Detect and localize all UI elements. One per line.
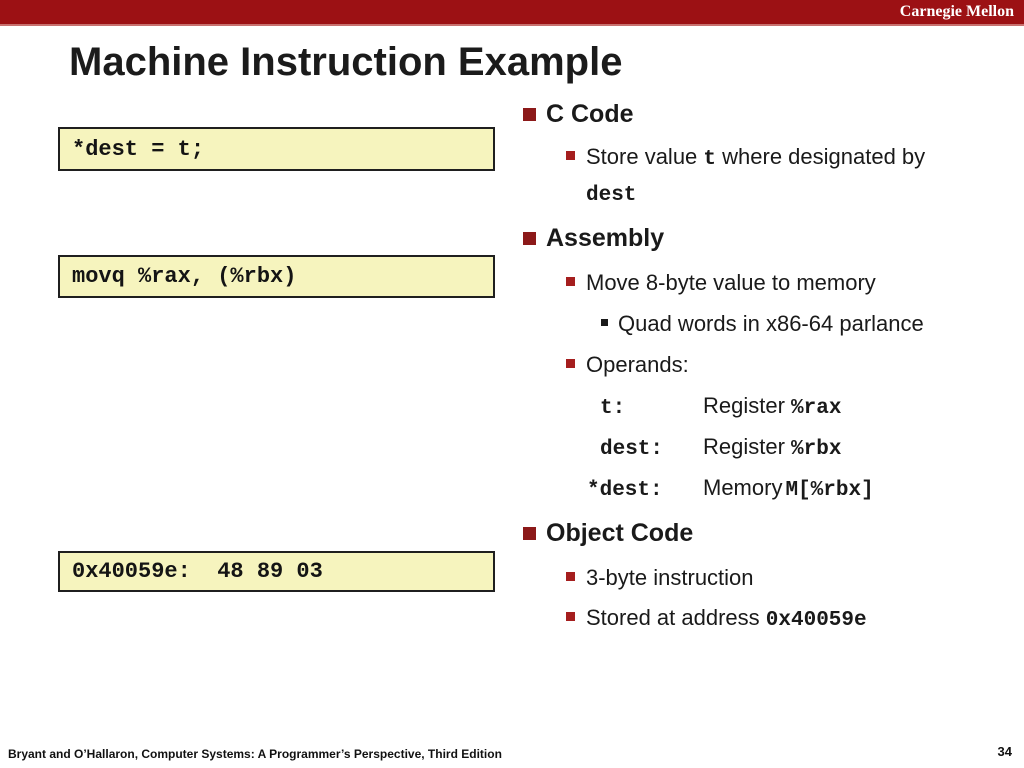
bullet-square-icon [523, 108, 536, 121]
object-code-box: 0x40059e: 48 89 03 [58, 551, 495, 592]
page-number: 34 [997, 744, 1012, 759]
inline-code-t: t [703, 148, 717, 171]
operand-row-t: t: Register %rax [600, 393, 841, 420]
outline-column: C Code Store value t where designated by… [515, 0, 1024, 768]
operand-label: *dest: [587, 479, 663, 502]
bullet-operands: Operands: [566, 352, 689, 378]
heading-label: C Code [546, 100, 634, 128]
bullet-text: Quad words in x86-64 parlance [618, 311, 924, 336]
bullet-text: 3-byte instruction [586, 565, 754, 590]
assembly-code-box: movq %rax, (%rbx) [58, 255, 495, 298]
sub-bullet-square-icon [566, 277, 575, 286]
inline-code-address: 0x40059e [765, 609, 867, 632]
bullet-text: Operands: [586, 352, 689, 377]
section-heading-assembly: Assembly [523, 224, 664, 253]
bullet-square-icon [523, 527, 536, 540]
brand-carnegie-mellon: Carnegie Mellon [899, 3, 1014, 20]
inline-code-memory-rbx: M[%rbx] [785, 479, 874, 502]
inline-code-dest: dest [586, 184, 637, 207]
c-code-box: *dest = t; [58, 127, 495, 171]
bullet-3-byte: 3-byte instruction [566, 565, 754, 591]
sub-sub-bullet-square-icon [601, 319, 608, 326]
bullet-text: Move 8-byte value to memory [586, 270, 876, 295]
bullet-stored-at-address: Stored at address 0x40059e [566, 605, 867, 632]
operand-label: t: [600, 397, 626, 420]
operand-value: Register %rbx [703, 434, 842, 461]
bullet-quad-words: Quad words in x86-64 parlance [601, 311, 924, 337]
heading-label: Object Code [546, 519, 694, 547]
section-heading-object-code: Object Code [523, 519, 693, 548]
bullet-square-icon [523, 232, 536, 245]
bullet-text: Store value t where designated by [586, 144, 926, 171]
sub-bullet-square-icon [566, 612, 575, 621]
section-heading-c-code: C Code [523, 100, 634, 129]
heading-label: Assembly [546, 224, 665, 252]
operand-value: Register %rax [703, 393, 842, 420]
c-code-text: *dest = t; [72, 136, 205, 162]
inline-code-rbx: %rbx [791, 438, 842, 461]
sub-bullet-square-icon [566, 572, 575, 581]
bullet-text: Stored at address 0x40059e [586, 605, 867, 632]
sub-bullet-square-icon [566, 151, 575, 160]
footer-citation: Bryant and O’Hallaron, Computer Systems:… [8, 747, 502, 761]
assembly-code-text: movq %rax, (%rbx) [72, 264, 297, 289]
operand-label: dest: [600, 438, 664, 461]
slide-title: Machine Instruction Example [69, 40, 623, 84]
bullet-store-value: Store value t where designated by [566, 144, 925, 171]
object-code-text: 0x40059e: 48 89 03 [72, 559, 323, 584]
operand-row-dest: dest: Register %rbx [600, 434, 841, 461]
bullet-store-value-continued: dest [586, 180, 636, 207]
header-banner: Carnegie Mellon [0, 0, 1024, 26]
bullet-move-8-byte: Move 8-byte value to memory [566, 270, 876, 296]
sub-bullet-square-icon [566, 359, 575, 368]
inline-code-rax: %rax [791, 397, 842, 420]
